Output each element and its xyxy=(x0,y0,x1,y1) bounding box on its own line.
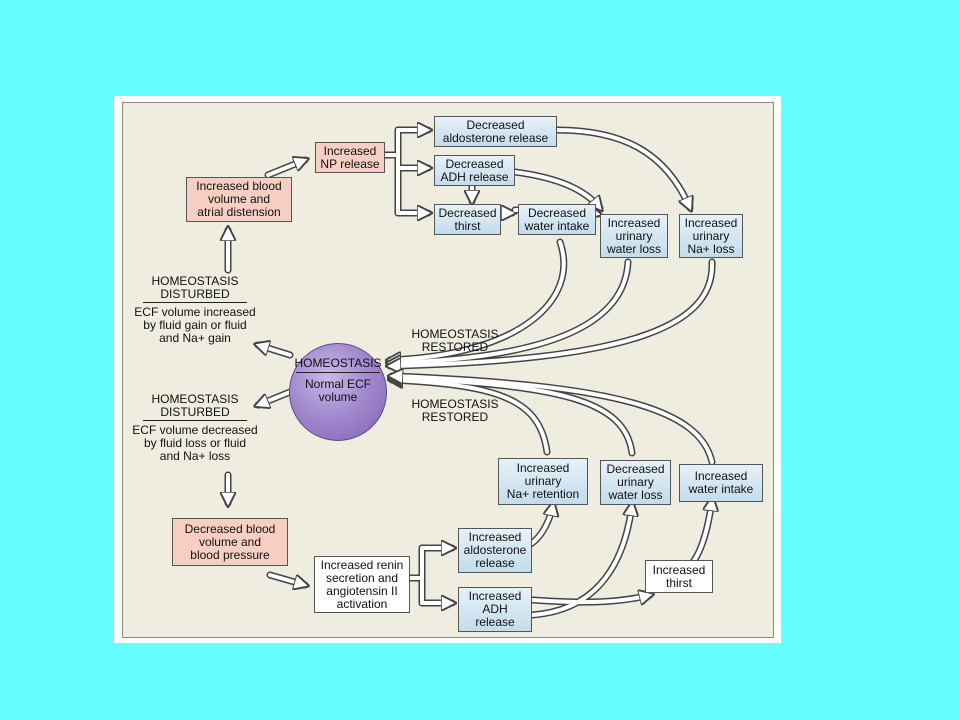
lower-renin-box: Increased renin secretion and angiotensi… xyxy=(314,556,410,613)
lower-aldosterone-box: Increased aldosterone release xyxy=(458,528,532,573)
lower-thirst-box: Increased thirst xyxy=(645,560,713,593)
upper-na-loss-box: Increased urinary Na+ loss xyxy=(679,214,743,258)
upper-np-release-box: Increased NP release xyxy=(315,142,385,173)
homeostasis-subtitle: Normal ECF volume xyxy=(304,377,371,404)
lower-na-retention-box: Increased urinary Na+ retention xyxy=(498,458,588,505)
lower-disturbed-heading: HOMEOSTASIS DISTURBED xyxy=(151,392,239,419)
upper-water-loss-box: Increased urinary water loss xyxy=(600,214,668,258)
homeostasis-rule xyxy=(296,372,380,373)
lower-water-intake-box: Increased water intake xyxy=(679,464,763,502)
lower-decreased-blood-volume-box: Decreased blood volume and blood pressur… xyxy=(172,518,288,566)
upper-adh-box: Decreased ADH release xyxy=(434,155,515,186)
lower-disturbed-text: ECF volume decreased by fluid loss or fl… xyxy=(132,423,258,463)
lower-water-loss-box: Decreased urinary water loss xyxy=(600,460,671,505)
upper-disturbed-rule xyxy=(143,302,247,303)
lower-adh-box: Increased ADH release xyxy=(458,587,532,632)
homeostasis-title: HOMEOSTASIS xyxy=(294,356,382,370)
upper-restored-label: HOMEOSTASIS RESTORED xyxy=(411,327,499,354)
upper-water-intake-box: Decreased water intake xyxy=(518,204,596,235)
upper-increased-blood-volume-box: Increased blood volume and atrial disten… xyxy=(186,177,292,222)
lower-disturbed-rule xyxy=(143,420,247,421)
upper-aldosterone-box: Decreased aldosterone release xyxy=(434,116,557,147)
homeostasis-circle xyxy=(289,343,387,441)
upper-disturbed-text: ECF volume increased by fluid gain or fl… xyxy=(134,305,256,345)
upper-disturbed-heading: HOMEOSTASIS DISTURBED xyxy=(151,274,239,301)
upper-thirst-box: Decreased thirst xyxy=(434,204,501,235)
lower-restored-label: HOMEOSTASIS RESTORED xyxy=(411,397,499,424)
